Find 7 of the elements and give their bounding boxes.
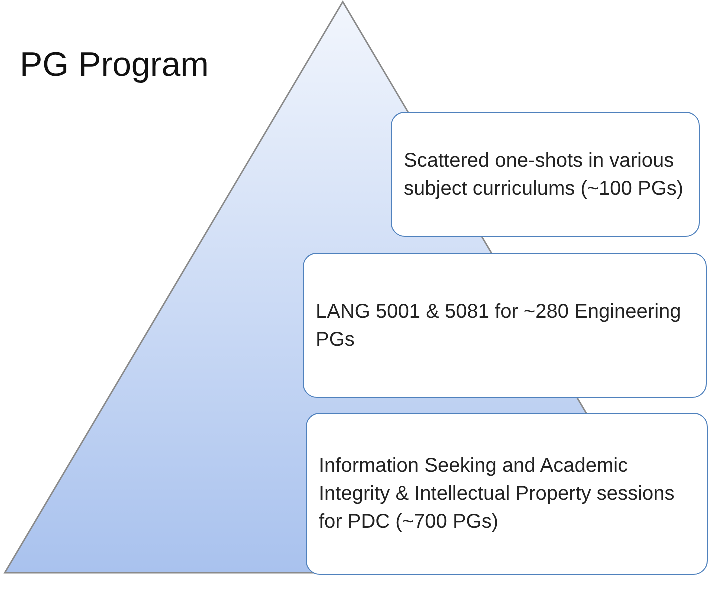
pyramid-heading: PG Program [20, 45, 209, 86]
tier-box [306, 413, 708, 575]
tier-box [303, 253, 707, 398]
tier-text: Scattered one-shots in various subject curriculums (~100 PGs) [404, 148, 685, 202]
tier-box [391, 112, 700, 237]
tier-text: Information Seeking and Academic Integrity & Intellectual Property sessions for PDC (~700 PGs) [319, 454, 676, 535]
tier-text: LANG 5001 & 5081 for ~280 Engineering PGs [316, 300, 682, 352]
